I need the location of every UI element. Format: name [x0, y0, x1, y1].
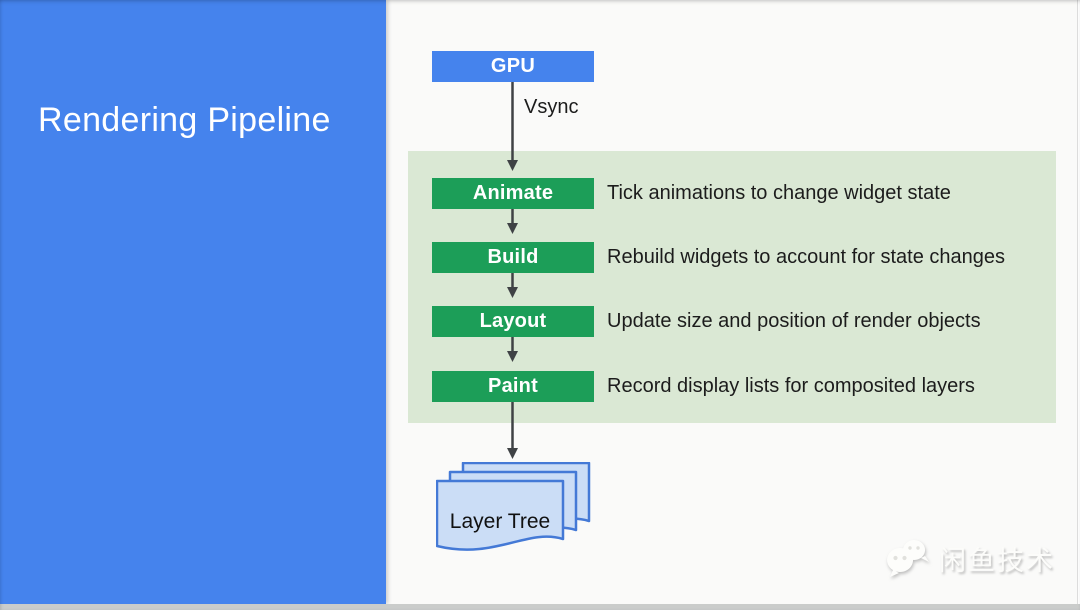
gpu-label: GPU [490, 55, 536, 77]
stage-label: Paint [488, 375, 538, 397]
stage-row-paint: Paint Record display lists for composite… [432, 371, 975, 402]
stage-label: Build [487, 246, 539, 268]
slide-title: Rendering Pipeline [38, 101, 331, 139]
stage-row-build: Build Rebuild widgets to account for sta… [432, 242, 1005, 273]
stage-row-layout: Layout Update size and position of rende… [432, 306, 981, 337]
wechat-icon [887, 540, 929, 577]
layer-tree-icon [436, 462, 591, 551]
stage-description: Record display lists for composited laye… [607, 375, 975, 397]
slide-right-edge [1077, 0, 1080, 604]
stage-box-animate: Animate [432, 178, 594, 209]
watermark: 闲鱼技术 [884, 537, 1055, 579]
slide-bottom-edge [0, 604, 1080, 610]
stage-description: Update size and position of render objec… [607, 310, 981, 332]
vsync-label: Vsync [524, 96, 579, 118]
stage-box-layout: Layout [432, 306, 594, 337]
document-shape [436, 479, 565, 551]
watermark-text: 闲鱼技术 [939, 545, 1055, 576]
stage-label: Animate [472, 182, 554, 204]
stage-box-paint: Paint [432, 371, 594, 402]
stage-description: Rebuild widgets to account for state cha… [607, 246, 1006, 268]
title-panel: Rendering Pipeline [0, 0, 386, 604]
stage-row-animate: Animate Tick animations to change widget… [432, 178, 951, 209]
stage-box-build: Build [432, 242, 594, 273]
stage-label: Layout [479, 310, 547, 332]
layer-tree-label: Layer Tree [449, 510, 551, 533]
gpu-box: GPU [432, 51, 594, 82]
stage-description: Tick animations to change widget state [607, 182, 951, 204]
